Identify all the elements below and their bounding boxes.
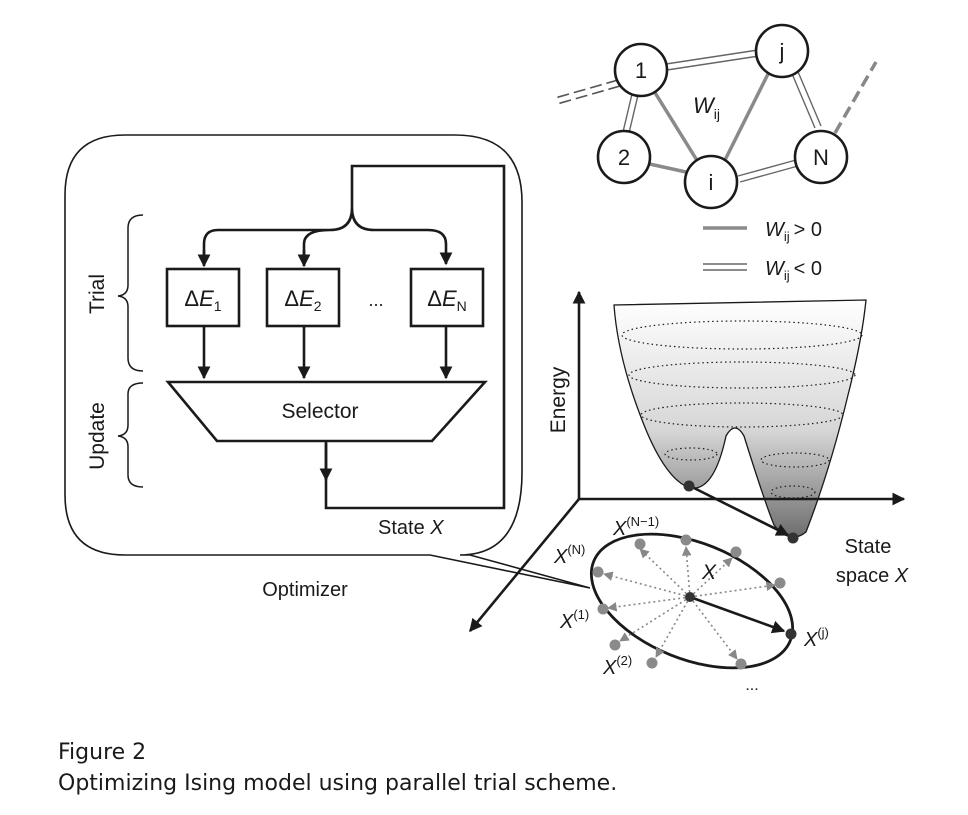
trial-states: X X(N−1) X(N) X(1) X(2) X(j) ... xyxy=(553,514,829,694)
delta-e-2-box xyxy=(265,267,341,328)
trial-brace xyxy=(117,214,144,372)
node-i xyxy=(683,154,739,210)
node-1-label: 1 xyxy=(635,58,647,83)
selected-trial-arrow xyxy=(689,595,786,634)
state-x-1-label: X(1) xyxy=(559,607,589,633)
current-state-point xyxy=(685,592,695,602)
feedback-loop-line xyxy=(324,164,506,510)
global-minimum-point xyxy=(787,532,799,544)
selected-state-point xyxy=(785,628,797,640)
dashed-link-left xyxy=(554,79,621,105)
energy-well-surface xyxy=(613,299,867,538)
energy-axis-label: Energy xyxy=(547,366,570,433)
ising-network: Wij 1 j 2 i N Wij> 0 Wij< 0 xyxy=(554,23,878,283)
trial-states-ellipsis: ... xyxy=(745,677,758,694)
state-axis-label-line1: State xyxy=(845,536,892,558)
transition-arrow xyxy=(689,484,790,537)
distribution-bus xyxy=(202,207,446,264)
caption-figure-number: Figure 2 xyxy=(58,740,147,765)
update-label: Update xyxy=(86,402,109,470)
node-2-label: 2 xyxy=(618,145,630,170)
state-x-label: State X xyxy=(378,517,444,539)
node-n-label: N xyxy=(813,145,829,170)
state-x-n-label: X(N) xyxy=(553,542,585,568)
optimizer-block: Trial Update ΔE1 ΔE2 ... ΔEN Selector xyxy=(64,134,591,601)
caption-title: Optimizing Ising model using parallel tr… xyxy=(58,771,618,796)
node-i-label: i xyxy=(709,170,714,195)
figure-caption: Figure 2 Optimizing Ising model using pa… xyxy=(58,737,617,799)
state-axis-label-line2: space X xyxy=(836,565,909,587)
selector-trapezoid xyxy=(165,380,488,443)
boxes-ellipsis: ... xyxy=(368,290,383,310)
node-2 xyxy=(596,129,652,185)
trial-state-points xyxy=(592,534,786,670)
depth-axis xyxy=(468,498,581,633)
state-x-2-label: X(2) xyxy=(602,653,632,679)
weight-wij-label: Wij xyxy=(693,93,720,122)
state-x-j-label: X(j) xyxy=(803,625,829,651)
local-minimum-point xyxy=(683,480,695,492)
state-x-n-minus-1-label: X(N−1) xyxy=(612,514,659,540)
update-brace xyxy=(117,382,144,488)
node-j-label: j xyxy=(779,39,785,64)
optimizer-label: Optimizer xyxy=(262,579,348,601)
delta-e-n-label: ΔEN xyxy=(427,286,467,314)
legend-negative-label: Wij< 0 xyxy=(765,258,822,283)
negative-edges xyxy=(622,49,822,183)
node-j xyxy=(754,23,810,79)
trial-arrows xyxy=(603,546,776,660)
delta-e-1-box xyxy=(165,267,241,328)
trial-label: Trial xyxy=(86,274,109,314)
trial-states-ellipse xyxy=(589,532,795,670)
node-n xyxy=(793,129,849,185)
selector-label: Selector xyxy=(281,400,358,423)
energy-contours xyxy=(621,320,863,499)
node-1 xyxy=(613,42,669,98)
energy-landscape: Energy State space X xyxy=(468,290,909,633)
dashed-link-right xyxy=(833,61,878,134)
legend-positive-label: Wij> 0 xyxy=(765,219,822,244)
delta-e-2-label: ΔE2 xyxy=(284,286,321,314)
center-state-label: X xyxy=(701,561,717,584)
delta-e-1-label: ΔE1 xyxy=(184,286,221,314)
legend-negative-swatch xyxy=(703,263,747,271)
optimizer-callout-bubble xyxy=(64,134,591,589)
